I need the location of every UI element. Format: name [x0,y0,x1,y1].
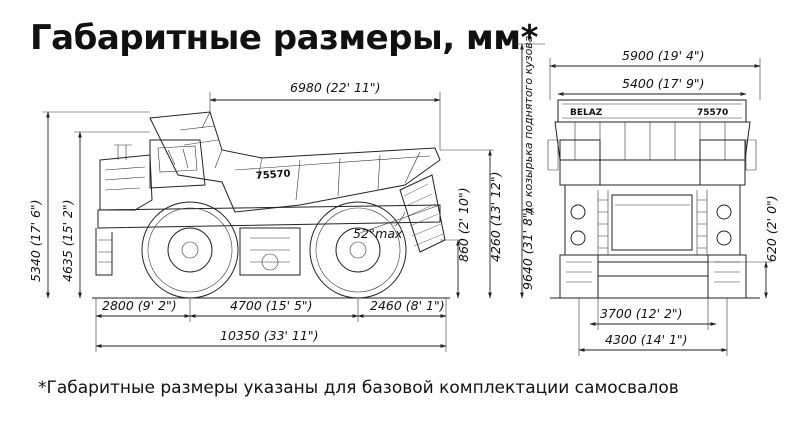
rear-overhang-label: 2460 (8' 1") [370,298,445,313]
truck-side-view [92,111,450,299]
front-model-label: 75570 [697,108,728,118]
ground-clearance-label: 620 (2' 0") [764,195,779,262]
dump-angle-label: 52°max [353,226,403,241]
side-model-label: 75570 [255,169,291,182]
truck-front-view [547,99,760,299]
tire-width-label: 4300 (14' 1") [605,332,688,347]
overall-length-label: 10350 (33' 11") [220,328,318,343]
cab-height-label: 4635 (15' 2") [60,199,75,282]
footnote: *Габаритные размеры указаны для базовой … [38,378,679,398]
loading-height-label: 4260 (13' 12") [488,171,503,262]
page-title: Габаритные размеры, мм* [30,18,538,58]
dump-angle-arc [394,211,406,227]
overall-height-label: 5340 (17' 6") [28,199,43,282]
front-track-label: 3700 (12' 2") [600,306,683,321]
body-length-label: 6980 (22' 11") [290,80,381,95]
rear-clearance-label: 860 (2' 10") [456,187,471,262]
overall-width-label: 5900 (19' 4") [622,48,705,63]
dump-angle-line [359,204,441,234]
body-width-label: 5400 (17' 9") [622,76,705,91]
front-overhang-label: 2800 (9' 2") [102,298,177,313]
raised-height-label: 9640 (31' 8") [520,207,535,290]
raised-height-note: до козырька поднятого кузова [522,35,535,216]
brand-label: BELAZ [570,108,603,118]
wheelbase-label: 4700 (15' 5") [230,298,313,313]
